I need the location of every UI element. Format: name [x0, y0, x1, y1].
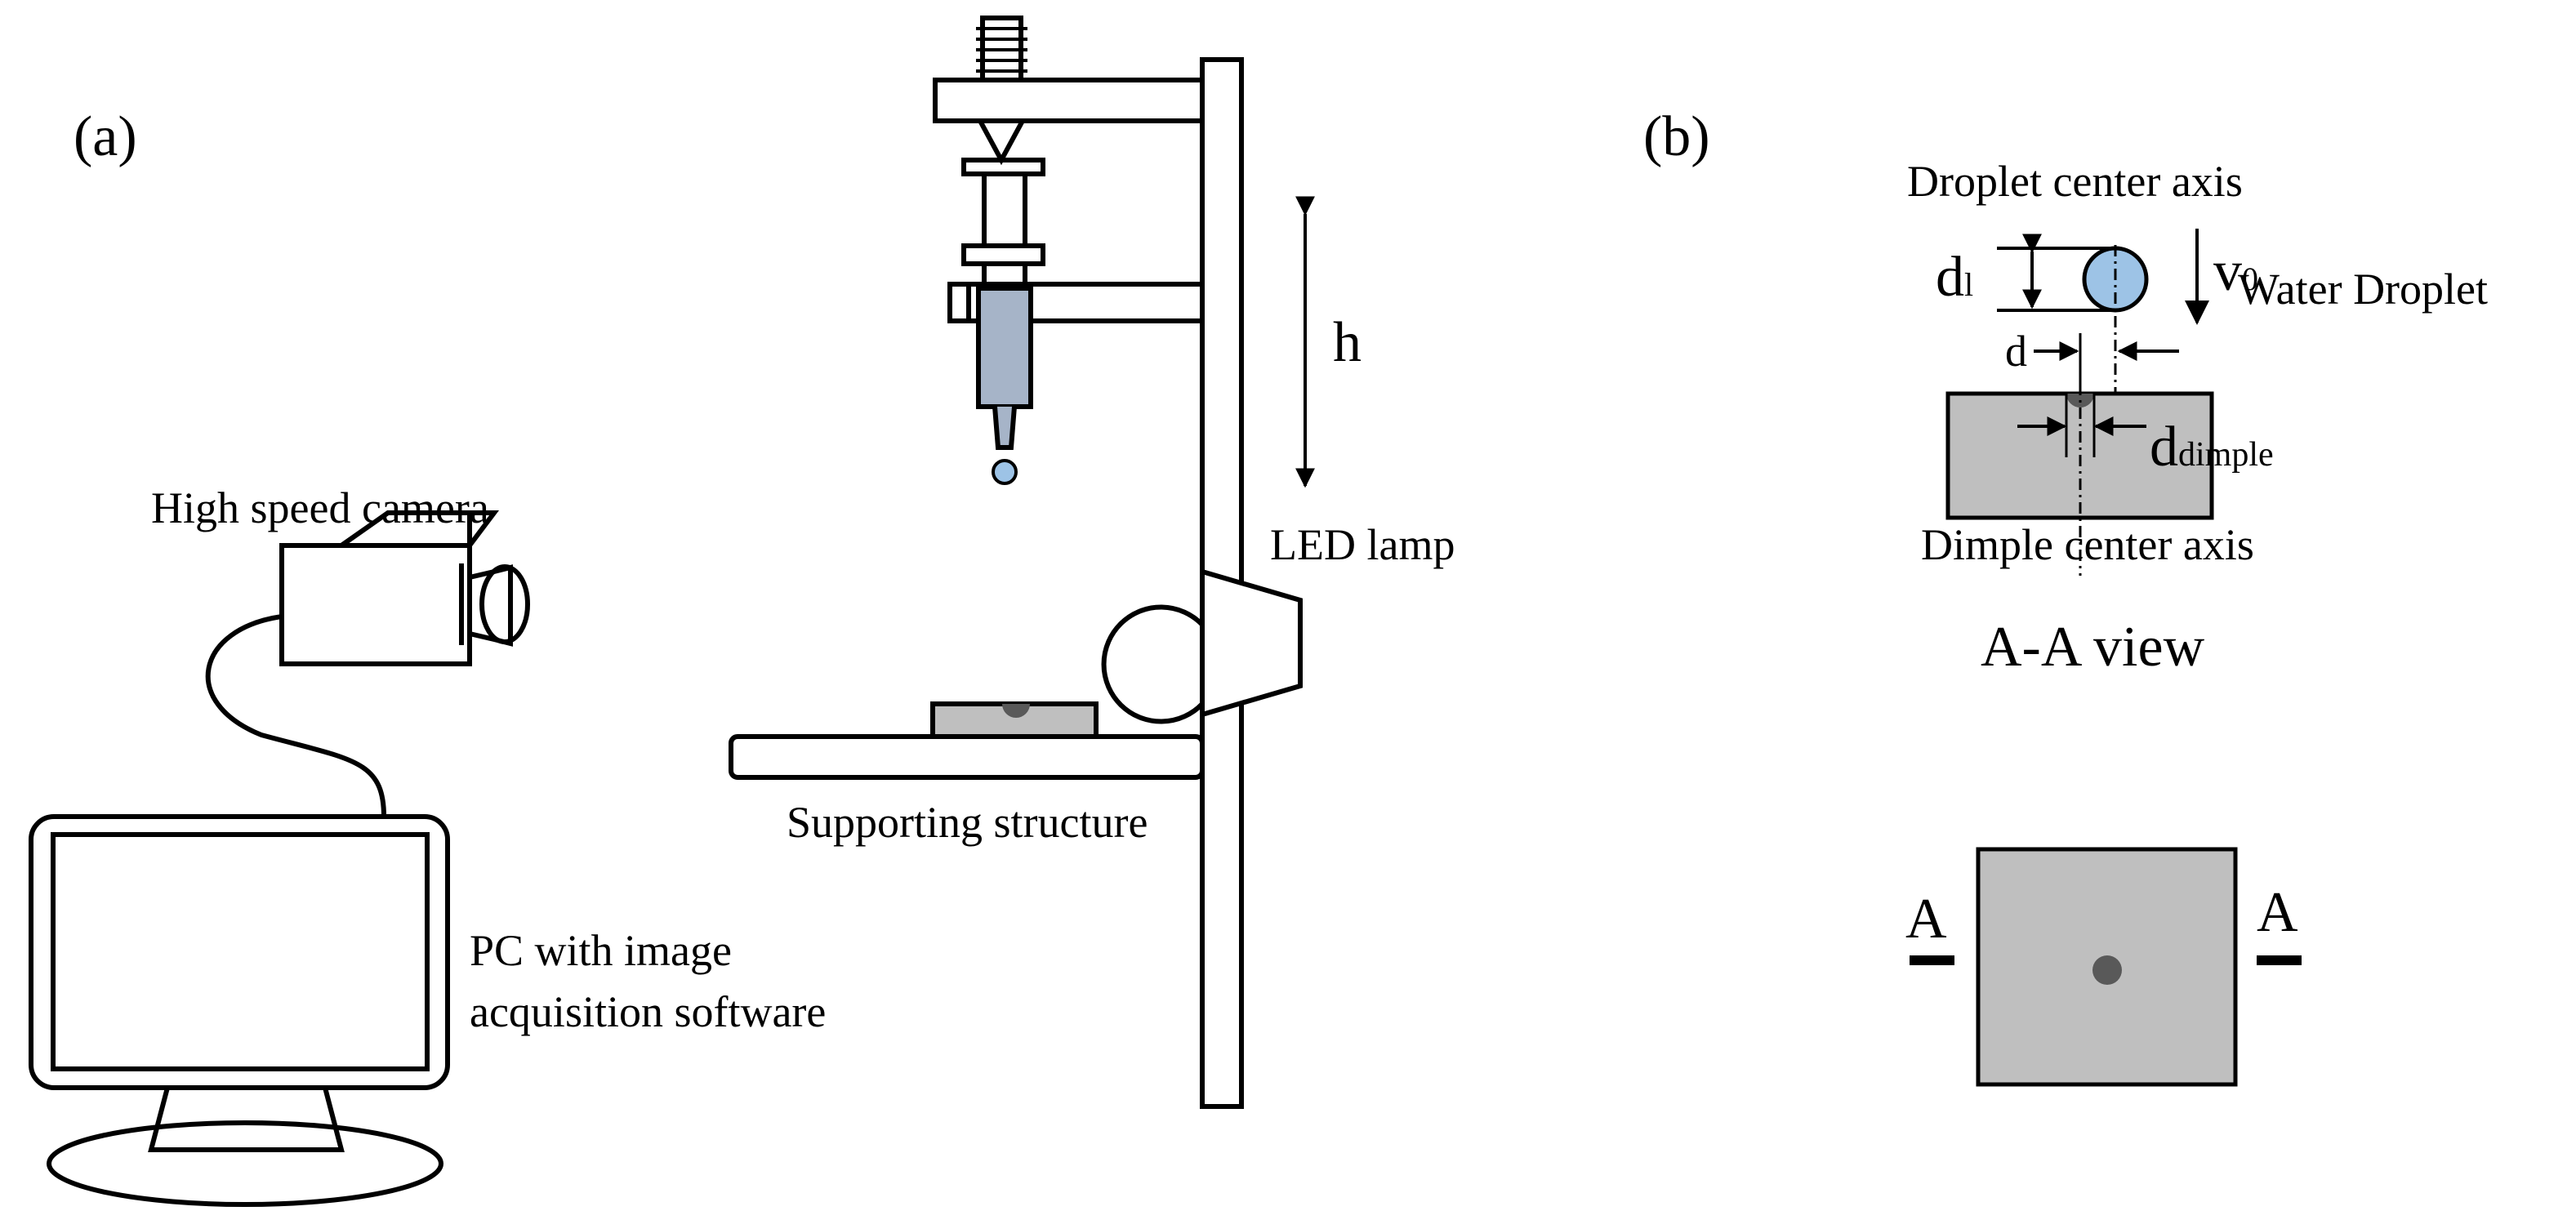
high-speed-camera: [279, 510, 530, 666]
support-platform: [729, 734, 1205, 780]
syringe-mid-flange: [961, 243, 1045, 266]
panel-b-label: (b): [1643, 105, 1710, 168]
syringe-barrel: [976, 286, 1033, 409]
water-droplet-label: Water Droplet: [2238, 265, 2488, 314]
offset-label: d: [2005, 327, 2027, 376]
syringe-needle: [992, 406, 1017, 450]
sample-dimple: [1002, 704, 1030, 718]
top-arm: [933, 78, 1205, 123]
section-marker-right: A: [2257, 881, 2298, 944]
falling-droplet: [992, 459, 1018, 485]
section-line-right: [2257, 955, 2302, 965]
arm-clamp: [947, 282, 971, 323]
pc-monitor: [29, 814, 450, 1207]
pc-label-line1: PC with image: [470, 926, 732, 975]
lamp-label: LED lamp: [1270, 520, 1455, 569]
velocity-label: v0: [2213, 240, 2258, 303]
dimple-axis-label: Dimple center axis: [1921, 520, 2254, 569]
pc-label-line2: acquisition software: [470, 987, 826, 1036]
needle-holder-cone: [978, 119, 1025, 166]
dimple-diameter-label: ddimple: [2150, 416, 2274, 479]
view-label: A-A view: [1981, 616, 2205, 679]
support-label: Supporting structure: [787, 798, 1148, 847]
adjustment-screw: [976, 16, 1027, 82]
height-label: h: [1333, 311, 1362, 374]
syringe-plunger: [982, 171, 1027, 248]
panel-a-label: (a): [74, 105, 137, 168]
droplet-axis-label: Droplet center axis: [1907, 157, 2243, 206]
dimple-top-view: [2092, 955, 2122, 985]
led-lamp: [1101, 568, 1303, 724]
section-marker-left: A: [1905, 888, 1947, 951]
camera-label: High speed camera: [151, 483, 489, 532]
section-line-left: [1910, 955, 1954, 965]
camera-cable: [205, 614, 386, 817]
droplet-diameter-label: dl: [1936, 246, 1973, 309]
